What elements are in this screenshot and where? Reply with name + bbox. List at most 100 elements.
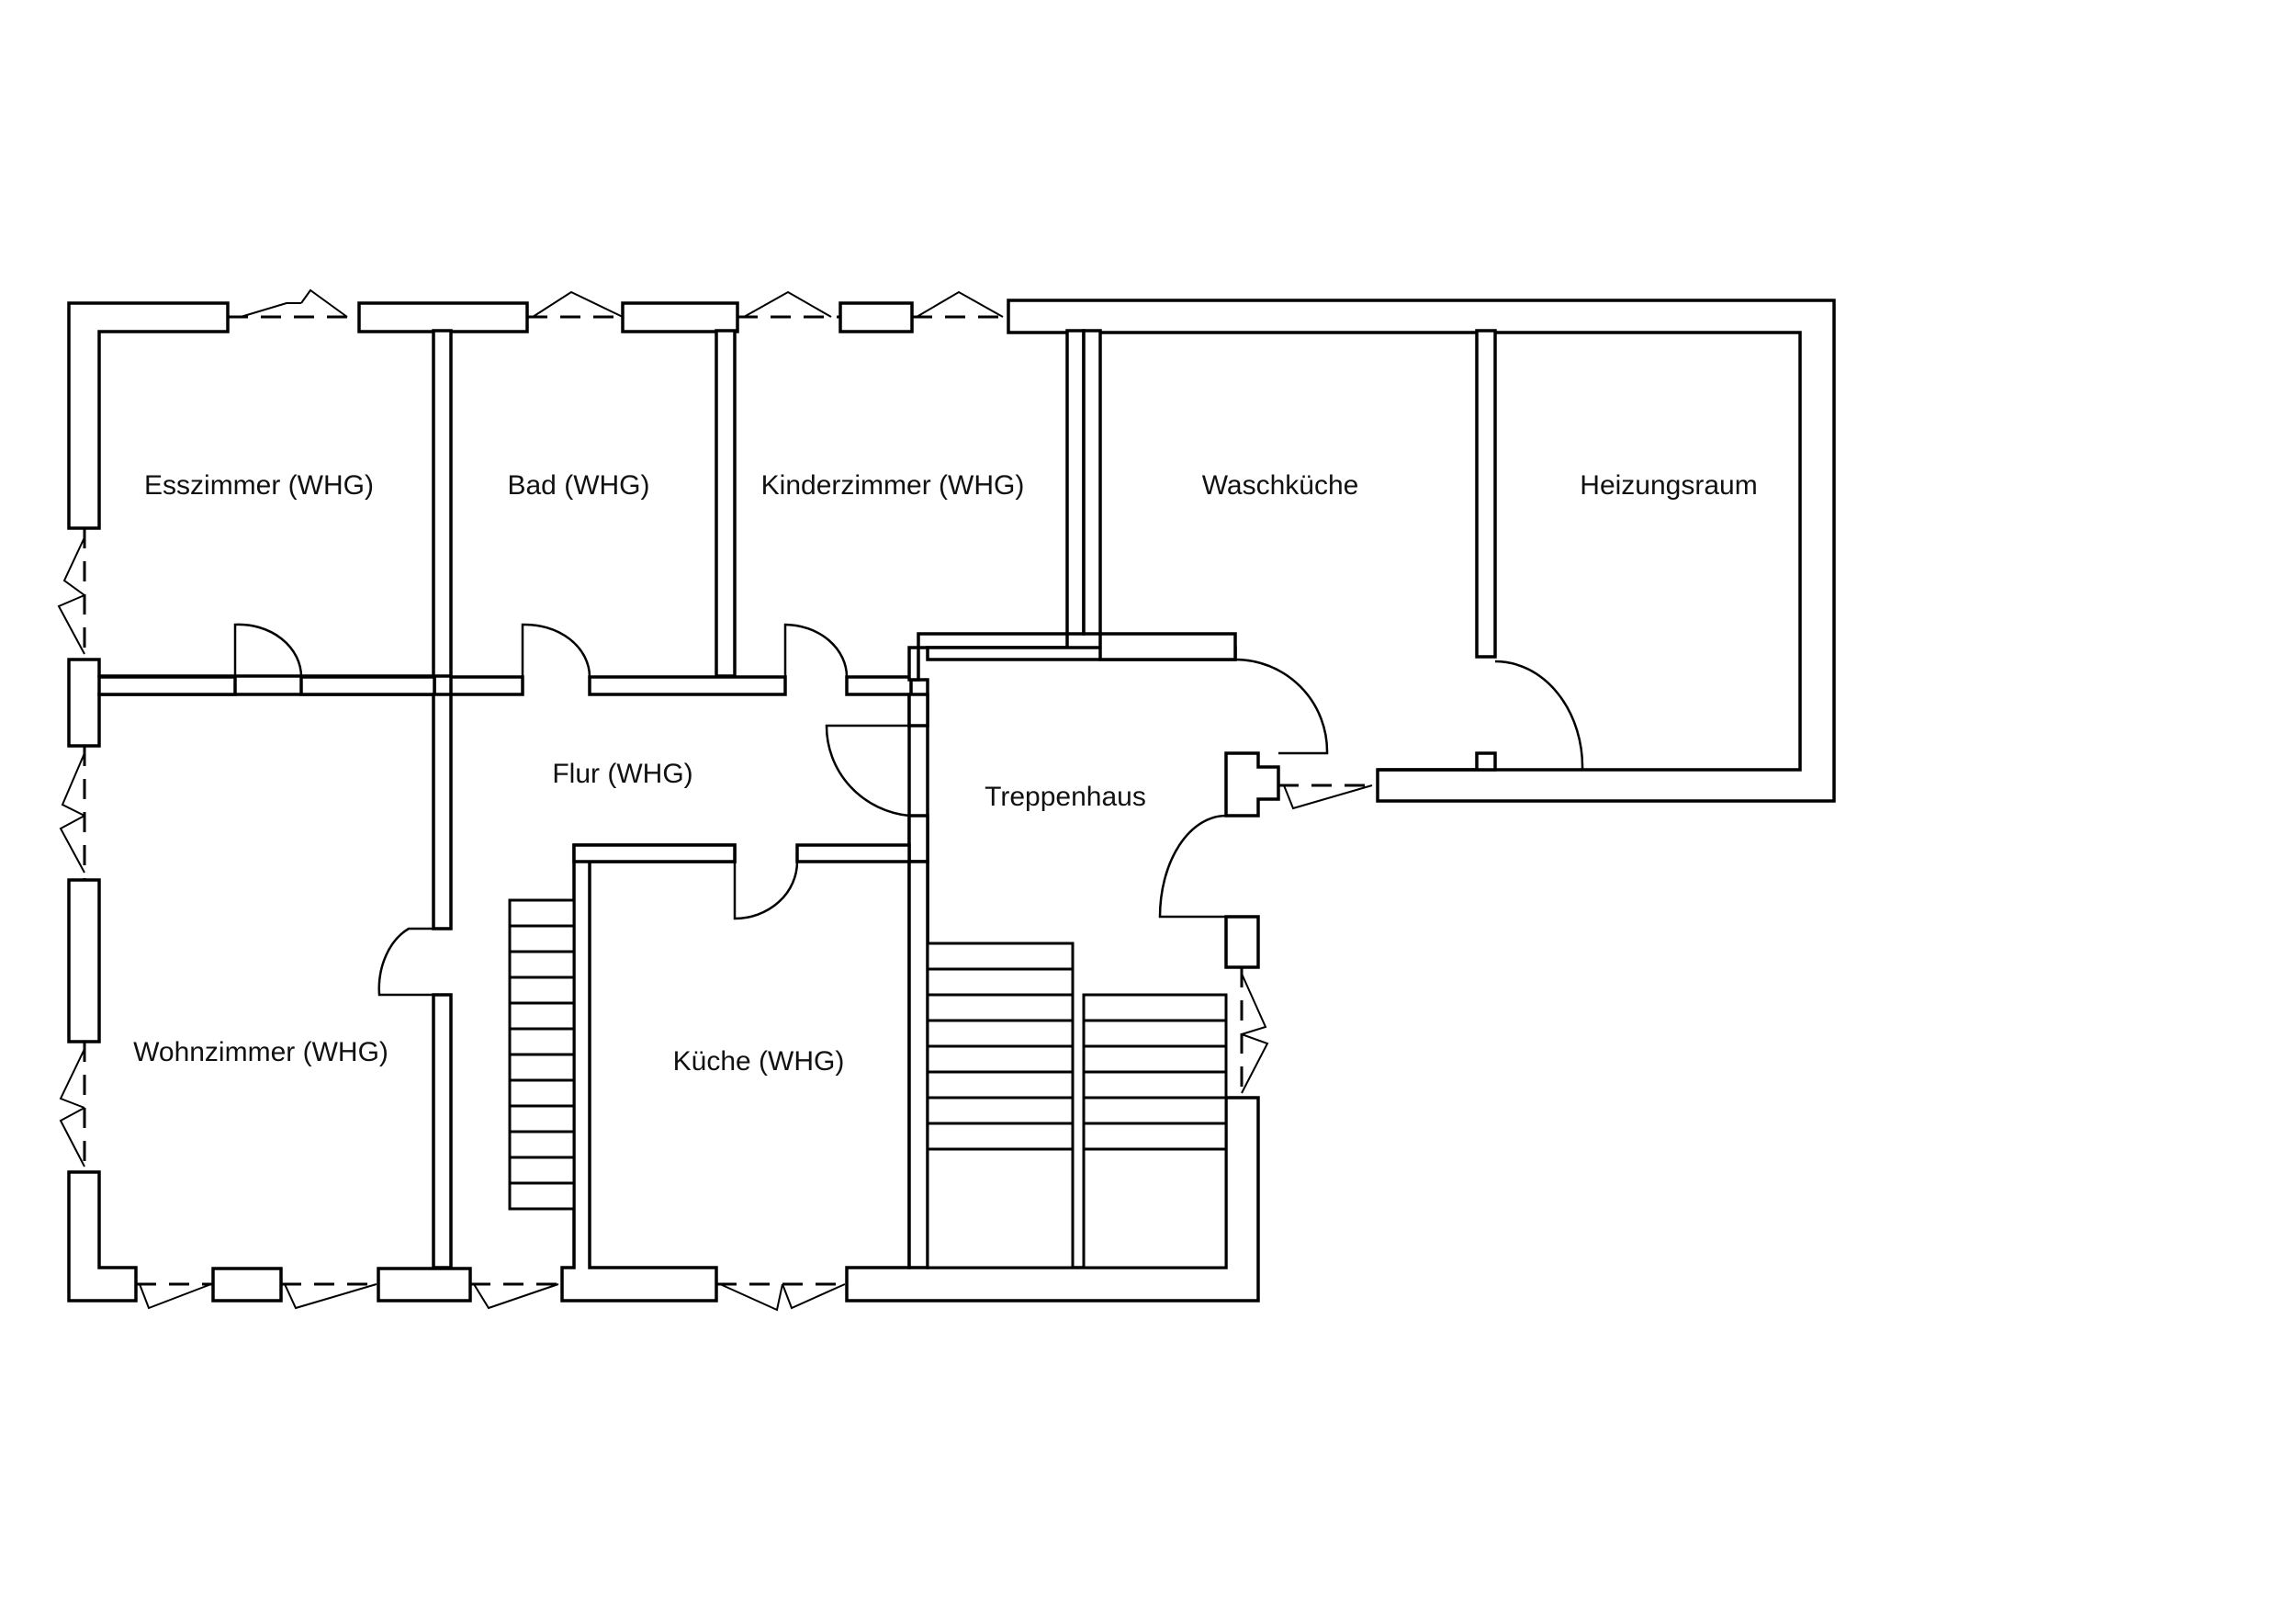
window-sash-icon: [300, 288, 348, 318]
wall-bottom-left-corner: [67, 1170, 138, 1303]
stair-step: [1082, 993, 1228, 1022]
wall-kueche-east: [907, 860, 929, 1269]
stair-step: [926, 1070, 1075, 1100]
window-sash-icon: [61, 752, 85, 817]
stair-flur: [508, 898, 576, 1211]
wall-kueche-north-a: [572, 843, 737, 863]
window-sash-icon: [1241, 973, 1267, 1035]
wall-waschkueche-heizung: [1475, 329, 1497, 659]
wall-bottom-segment: [377, 1267, 472, 1303]
wall-bad-kinderzimmer: [715, 329, 737, 678]
stair-step: [508, 1078, 576, 1108]
wall-flur-treppenhaus: [907, 693, 929, 727]
window-sash-icon: [1283, 784, 1373, 810]
stair-step: [508, 898, 576, 928]
wall-top-segment: [357, 301, 529, 333]
wall-treppenhaus-east-pier: [1224, 915, 1260, 969]
wall-flur-treppenhaus-lower: [907, 814, 929, 863]
window-sash-icon: [916, 290, 1004, 318]
stair-treppenhaus-right: [1082, 993, 1228, 1269]
room-label-wohnzimmer: Wohnzimmer (WHG): [133, 1037, 388, 1067]
stair-step: [1082, 1019, 1228, 1048]
door-heizungsraum-icon: [1494, 660, 1584, 772]
window-sash-icon: [719, 1283, 783, 1312]
window-sash-icon: [1241, 1033, 1269, 1094]
stair-landing: [926, 1147, 1075, 1269]
stair-step: [1082, 1096, 1228, 1125]
stair-step: [508, 1027, 576, 1056]
stair-step: [508, 1104, 576, 1133]
stair-step: [926, 993, 1075, 1022]
stair-step: [1082, 1070, 1228, 1100]
stair-step: [926, 1122, 1075, 1151]
wall-esszimmer-south-b: [299, 675, 436, 696]
window-sash-icon: [532, 290, 624, 318]
room-label-esszimmer: Esszimmer (WHG): [144, 470, 374, 501]
window-sash-icon: [59, 1107, 85, 1167]
wall-left-segment: [67, 878, 101, 1043]
wall-wohnzimmer-flur-lower: [432, 993, 453, 1269]
stair-step: [1082, 1044, 1228, 1074]
window-sash-icon: [139, 1283, 212, 1310]
stairs: [508, 898, 1228, 1269]
stair-step: [508, 1053, 576, 1082]
door-waschkueche-icon: [1234, 658, 1329, 755]
door-treppenhaus-exterior-icon: [1158, 814, 1227, 919]
window-sash-icon: [284, 1283, 377, 1310]
wall-wohnzimmer-flur-upper: [432, 693, 453, 930]
stair-landing: [1082, 1147, 1228, 1269]
stair-step: [926, 1019, 1075, 1048]
wall-bad-south-a: [449, 675, 524, 696]
stair-step: [508, 976, 576, 1005]
stair-step: [926, 1096, 1075, 1125]
window-sash-icon: [62, 536, 85, 596]
room-label-kueche: Küche (WHG): [673, 1046, 845, 1077]
wall-treppenhaus-east-upper: [1224, 751, 1280, 818]
wall-waschkueche-west: [1082, 329, 1102, 636]
window-sash-icon: [473, 1283, 559, 1310]
stair-step: [508, 1156, 576, 1185]
wall-esszimmer-bad: [432, 329, 453, 678]
wall-bad-south-b: [588, 675, 787, 696]
stair-step: [1082, 1122, 1228, 1151]
stair-step: [508, 924, 576, 953]
wall-left-middle: [67, 658, 436, 748]
stair-step: [508, 1130, 576, 1159]
stair-treppenhaus-left: [926, 942, 1075, 1269]
window-sash-icon: [57, 594, 85, 655]
window-sash-icon: [59, 815, 85, 874]
window-sash-icon: [240, 302, 301, 318]
room-label-bad: Bad (WHG): [507, 470, 649, 501]
door-treppenhaus-flur-icon: [825, 724, 910, 818]
windows: [57, 288, 1378, 1312]
wall-waschkueche-south: [1098, 632, 1237, 661]
door-kueche-icon: [733, 861, 799, 920]
room-label-treppenhaus: Treppenhaus: [985, 782, 1146, 812]
stair-step: [926, 967, 1075, 997]
door-wohnzimmer-icon: [377, 927, 433, 997]
wall-kueche-north-b: [795, 843, 911, 863]
wall-top-segment: [621, 301, 739, 333]
room-label-waschkueche: Waschküche: [1202, 470, 1359, 501]
stair-step: [508, 1181, 576, 1211]
wall-top-left-corner: [67, 301, 230, 530]
wall-heizung-south: [1378, 751, 1497, 772]
window-sash-icon: [743, 290, 832, 318]
stair-step: [926, 1044, 1075, 1074]
stair-step: [508, 950, 576, 979]
stair-step: [926, 942, 1075, 971]
wall-kinderzimmer-south: [845, 675, 913, 696]
window-sash-icon: [782, 1283, 846, 1310]
stair-step: [508, 1001, 576, 1031]
door-bad-icon: [521, 623, 591, 678]
room-label-flur: Flur (WHG): [552, 759, 692, 789]
wall-top-segment: [838, 301, 914, 333]
door-kinderzimmer-icon: [783, 623, 849, 678]
wall-kinderzimmer-waschkueche: [907, 329, 1086, 682]
room-label-kinderzimmer: Kinderzimmer (WHG): [761, 470, 1025, 501]
window-sash-icon: [59, 1048, 85, 1109]
wall-top-right-outer: [1007, 299, 1836, 803]
doors: [233, 623, 1584, 997]
wall-esszimmer-south-a: [97, 675, 237, 696]
